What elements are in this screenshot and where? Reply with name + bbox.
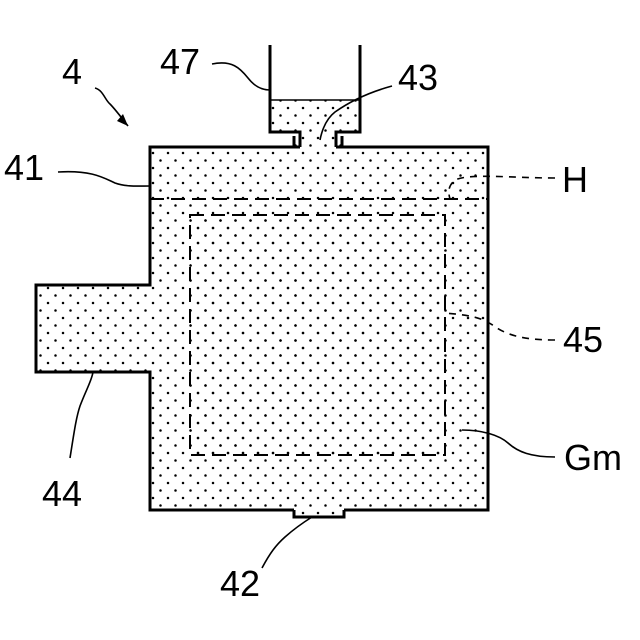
label-port-top: 43 (398, 57, 438, 98)
leader-44 (70, 372, 93, 458)
label-pipe: 47 (160, 41, 200, 82)
label-port-bottom: 42 (220, 563, 260, 604)
region-45-fill (190, 215, 445, 455)
label-region: 45 (563, 319, 603, 360)
label-material: Gm (564, 437, 622, 478)
leader-47 (212, 63, 270, 90)
top-pipe (270, 45, 300, 147)
label-level: H (562, 159, 588, 200)
label-side: 44 (42, 473, 82, 514)
label-body: 41 (4, 147, 44, 188)
top-pipe-right (336, 45, 360, 147)
label-unit: 4 (62, 51, 82, 92)
unit-arrow-head (117, 114, 128, 126)
pipe-fill (270, 100, 360, 140)
leader-41 (58, 172, 150, 186)
leader-42 (262, 517, 312, 568)
